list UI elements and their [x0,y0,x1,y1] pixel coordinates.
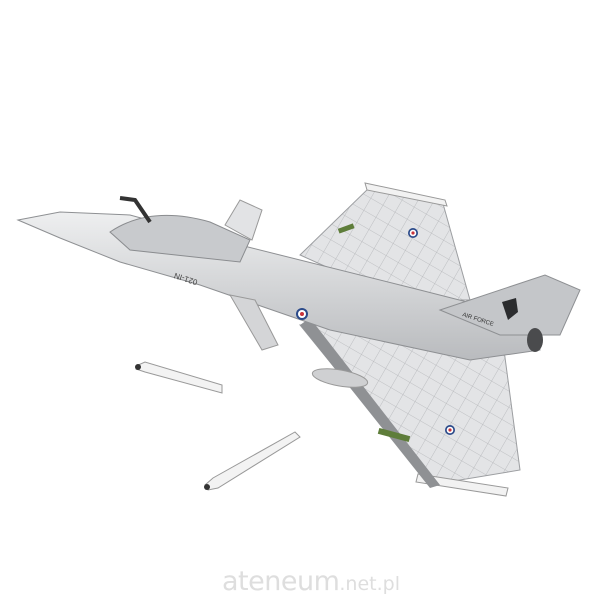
green-missile-2 [337,223,355,234]
roundel-lower-wing [445,425,455,435]
roundel [296,308,308,320]
upper-wing-missile [364,182,448,207]
tail-emblem [502,298,518,320]
green-missile [377,427,411,443]
lower-wing-missile [415,473,509,497]
loose-missile [135,361,223,394]
watermark-tld: .net.pl [339,573,400,595]
loose-missile-2 [204,431,301,491]
roundel-wing [408,228,418,238]
canopy [109,214,251,263]
watermark-main: ateneum [222,566,340,597]
wing-leading-edge [300,318,440,488]
watermark: ateneum.net.pl [222,566,400,597]
fuel-tank [311,368,369,388]
canard-lower [229,294,279,351]
refuel-probe [119,196,152,224]
engine-nozzle [527,328,543,352]
canard [224,199,263,241]
